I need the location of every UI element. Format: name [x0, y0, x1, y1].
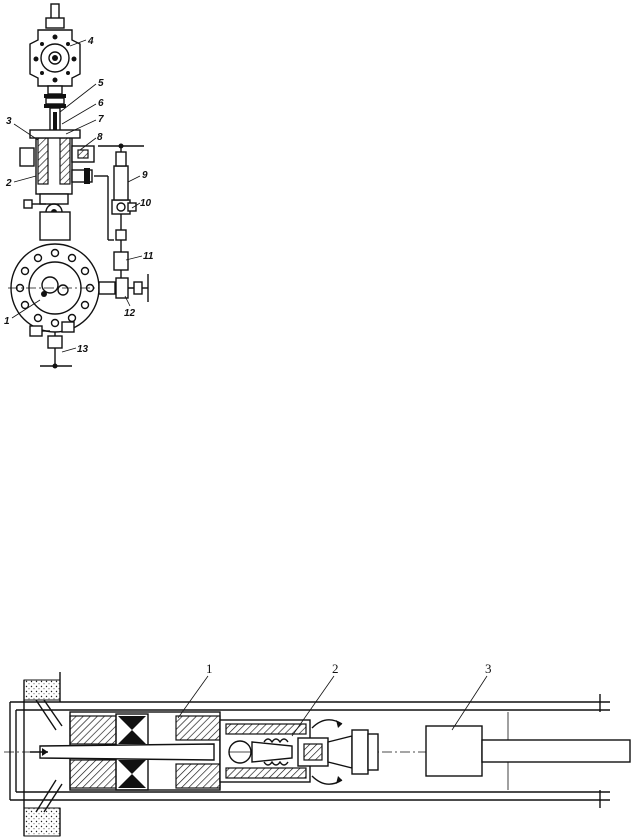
- valve-seat: [251, 741, 293, 763]
- part-label-11: 11: [143, 251, 154, 262]
- flange-ring: [40, 43, 70, 73]
- packer-hatch: [175, 763, 221, 789]
- spring-lower: [263, 760, 289, 766]
- flange-bolt: [40, 42, 44, 46]
- part-label-6: 6: [98, 98, 104, 109]
- column-ring: [44, 104, 66, 108]
- valve-plug-core: [303, 743, 323, 761]
- drain-fitting: [61, 321, 75, 333]
- bottom-handwheel-hub: [52, 363, 58, 369]
- nozzle-flange: [351, 729, 369, 775]
- valve-9-body: [113, 165, 129, 201]
- part-label-12: 12: [124, 308, 136, 319]
- flange-bolt: [33, 56, 39, 62]
- valve-housing-wall: [225, 723, 307, 735]
- drain-fitting: [29, 325, 43, 337]
- side-block-insert: [77, 149, 89, 159]
- leader-3: [451, 675, 488, 731]
- leader-1: [177, 675, 209, 719]
- leader-2: [291, 675, 335, 737]
- valve-housing-wall: [225, 767, 307, 779]
- tool-drawing: 1 2 3: [4, 661, 631, 837]
- top-cap: [45, 17, 65, 29]
- valve-9-bonnet: [115, 151, 127, 167]
- side-valve-body: [133, 281, 143, 295]
- perforation: [43, 783, 63, 813]
- outlet-flange: [84, 168, 90, 184]
- valve-11-cap: [115, 229, 127, 241]
- bearing-lower: [118, 760, 146, 788]
- formation-bottom: [23, 807, 61, 837]
- flange-center: [52, 55, 58, 61]
- flange-bolt: [71, 56, 77, 62]
- perforation: [35, 779, 57, 813]
- part-label-7: 7: [98, 114, 104, 125]
- flange-bolt: [66, 42, 70, 46]
- part-label-2: 2: [5, 178, 12, 189]
- side-nipple: [98, 281, 116, 295]
- tee-12: [115, 277, 129, 299]
- valve-10-port: [116, 202, 126, 212]
- valve-11: [113, 251, 129, 271]
- nozzle: [327, 735, 353, 769]
- flow-arrowhead: [336, 776, 342, 784]
- side-block-left: [19, 147, 35, 167]
- body-base: [39, 193, 69, 205]
- part-label-1: 1: [4, 316, 10, 327]
- bore-dot: [41, 291, 47, 297]
- flange-bolt: [52, 77, 58, 83]
- part-label-13: 13: [77, 344, 89, 355]
- inlet-arrowhead: [42, 748, 48, 756]
- cable-rod: [481, 739, 631, 763]
- column-ring: [44, 94, 66, 98]
- part-label-8: 8: [97, 132, 103, 143]
- body-top-flange: [29, 129, 81, 139]
- part-label-5: 5: [98, 78, 104, 89]
- flange-bolt: [52, 34, 58, 40]
- spring-upper: [263, 738, 289, 744]
- column-collar: [47, 85, 63, 95]
- body-wall-left: [37, 137, 49, 185]
- flange-bolt: [66, 71, 70, 75]
- flow-arrowhead: [336, 720, 342, 728]
- instrument-block: [425, 725, 483, 777]
- tool-label-3: 3: [485, 661, 492, 676]
- tubing-bore: [41, 276, 59, 294]
- perforation: [43, 699, 63, 727]
- packer-hatch: [175, 715, 221, 741]
- packer-hatch: [69, 759, 117, 789]
- column-collar: [45, 97, 65, 105]
- valve-10-outlet: [127, 202, 137, 212]
- inner-tube: [39, 743, 215, 761]
- part-label-10: 10: [140, 198, 152, 209]
- bottom-valve-13: [47, 335, 63, 349]
- body-wall-right: [59, 137, 71, 185]
- tool-label-1: 1: [206, 661, 213, 676]
- bearing-upper: [118, 716, 146, 744]
- tubing-bore-small: [57, 284, 69, 296]
- flange-bolt: [40, 71, 44, 75]
- part-label-4: 4: [87, 36, 94, 47]
- side-knob: [23, 199, 33, 209]
- tool-label-2: 2: [332, 661, 339, 676]
- lower-body: [39, 211, 71, 241]
- leader-lines: [11, 39, 143, 353]
- packer-hatch: [69, 715, 117, 745]
- wellhead-drawing: 4 5 6 7 8 3 2 9 10 11 12 1 13: [4, 3, 154, 369]
- nozzle-cap: [367, 733, 379, 771]
- handwheel-hub: [118, 143, 124, 149]
- formation-top: [23, 679, 61, 701]
- part-label-9: 9: [142, 170, 148, 181]
- part-label-3: 3: [6, 116, 12, 127]
- perforation: [35, 699, 57, 731]
